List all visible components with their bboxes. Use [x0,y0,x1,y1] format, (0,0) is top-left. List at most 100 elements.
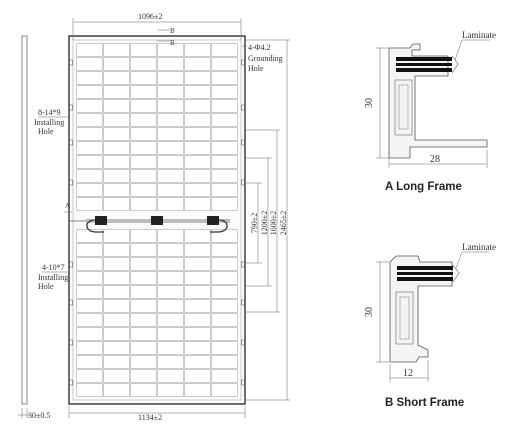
solar-cell [103,383,130,397]
solar-cell [184,43,211,57]
solar-cell [211,299,238,313]
junction-box-right [207,216,219,225]
solar-cell [211,71,238,85]
solar-cell [157,99,184,113]
solar-cell [184,369,211,383]
installing-top-label-2: Hole [38,127,54,136]
installing-hole [241,299,245,306]
solar-cell [211,341,238,355]
solar-cell [157,71,184,85]
solar-cell [157,369,184,383]
solar-cell [76,85,103,99]
solar-cell [130,355,157,369]
dim-2465: 2465±2 [279,211,288,235]
installing-hole [241,139,245,146]
solar-cell [211,127,238,141]
solar-cell [157,169,184,183]
installing-hole [241,104,245,111]
installing-hole [69,379,73,386]
solar-cell [157,43,184,57]
installing-hole [69,139,73,146]
solar-cell [184,197,211,211]
solar-cell [76,383,103,397]
short-frame-laminate: Laminate [462,242,496,252]
side-profile [18,35,31,418]
solar-cell [76,341,103,355]
solar-cell [211,183,238,197]
long-frame-laminate: Laminate [462,30,496,40]
solar-cell [130,243,157,257]
solar-cell [130,383,157,397]
marker-b-bottom: B [170,39,175,47]
solar-cell [184,141,211,155]
solar-cell [157,285,184,299]
installing-hole [69,261,73,268]
solar-cell [184,127,211,141]
dim-1200: 1200±2 [260,211,269,235]
solar-cell [103,85,130,99]
solar-cell [103,299,130,313]
installing-hole [241,339,245,346]
solar-cell [184,113,211,127]
solar-cell [184,229,211,243]
solar-cell [130,341,157,355]
marker-a: A [65,202,70,210]
solar-cell [211,43,238,57]
solar-cell [211,57,238,71]
grounding-size: 4-Φ4.2 [248,43,271,52]
solar-cell [76,127,103,141]
solar-cell [184,99,211,113]
solar-cell [184,85,211,99]
solar-cell [103,57,130,71]
solar-cell [76,71,103,85]
solar-cell [211,243,238,257]
solar-cell [157,127,184,141]
solar-cell [103,285,130,299]
installing-hole [69,59,73,66]
solar-cell [130,183,157,197]
solar-cell [211,113,238,127]
long-frame-height: 30 [364,98,375,108]
solar-cell [157,229,184,243]
solar-cell [76,285,103,299]
installing-hole [69,104,73,111]
solar-cell [157,355,184,369]
short-frame-section [376,251,490,382]
solar-cell [76,313,103,327]
solar-cell [157,257,184,271]
solar-cell [76,355,103,369]
solar-cell [76,271,103,285]
solar-cell [211,197,238,211]
solar-cell [211,369,238,383]
installing-bottom-label-2: Hole [38,282,54,291]
solar-cell [157,57,184,71]
solar-cell [184,271,211,285]
solar-cell [103,113,130,127]
solar-cell [184,155,211,169]
solar-cell [211,383,238,397]
solar-cell [157,113,184,127]
solar-cell [130,99,157,113]
solar-cell [76,369,103,383]
solar-cell [184,57,211,71]
solar-cell [103,243,130,257]
marker-b-top: B [170,27,175,35]
solar-cell [130,57,157,71]
solar-cell [103,127,130,141]
solar-cell [130,85,157,99]
solar-cell [130,257,157,271]
solar-cell [76,299,103,313]
solar-cell [184,327,211,341]
installing-hole [69,339,73,346]
solar-cell [130,197,157,211]
long-frame-caption: A Long Frame [385,181,462,193]
solar-cell [157,327,184,341]
solar-cell [76,169,103,183]
solar-cell [130,285,157,299]
solar-cell [76,99,103,113]
solar-cell [76,141,103,155]
solar-cell [211,155,238,169]
solar-cell [157,141,184,155]
junction-box-left [95,216,107,225]
